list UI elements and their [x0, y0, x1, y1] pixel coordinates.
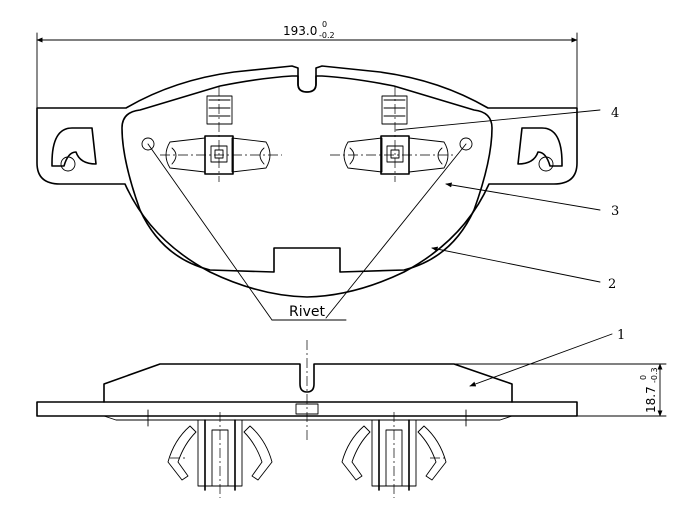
rivet-callout: Rivet	[147, 143, 467, 321]
center-lines-top-view	[160, 86, 454, 182]
callout-1-label: 1	[617, 328, 625, 343]
callout-3: 3	[445, 182, 619, 219]
thickness-dimension: 18.7 0 -0.3	[453, 363, 667, 417]
thickness-dimension-value: 18.7	[644, 386, 658, 413]
clip-right-side-view	[341, 412, 448, 498]
thickness-dimension-lower-tolerance: -0.3	[650, 367, 659, 383]
thickness-dimension-upper-tolerance: 0	[639, 375, 648, 380]
callout-2-label: 2	[608, 277, 616, 292]
clip-left-side-view	[167, 412, 273, 498]
friction-material-top-view	[121, 75, 493, 273]
callout-3-label: 3	[611, 204, 619, 219]
rivet-label: Rivet	[289, 304, 326, 320]
width-dimension: 193.0 0 -0.2	[36, 20, 578, 109]
callout-4-label: 4	[611, 106, 619, 121]
width-dimension-value: 193.0	[283, 24, 317, 38]
callout-4: 4	[395, 106, 619, 131]
clip-right-top-view	[343, 95, 449, 175]
width-dimension-upper-tolerance: 0	[322, 20, 327, 29]
backing-plate-top-view	[36, 65, 578, 298]
width-dimension-lower-tolerance: -0.2	[319, 31, 335, 40]
pad-side-view	[36, 340, 578, 440]
callout-2: 2	[431, 246, 616, 292]
clip-left-top-view	[165, 95, 271, 175]
